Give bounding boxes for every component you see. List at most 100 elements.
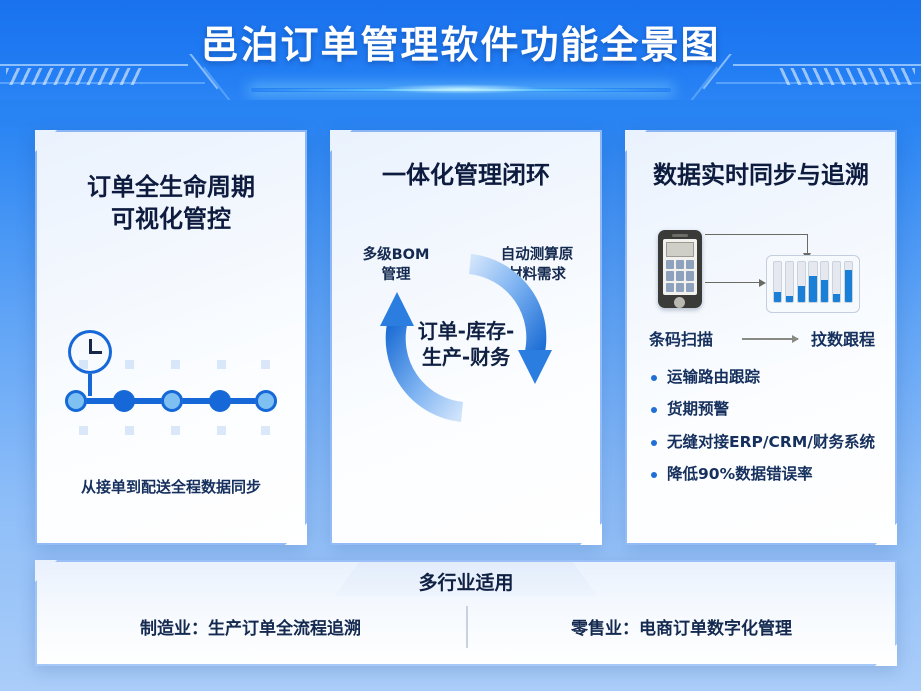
footer-column-manufacturing: 制造业：生产订单全流程追溯 xyxy=(140,619,361,639)
bullet-dot-icon xyxy=(651,472,657,479)
list-item: 无缝对接ERP/CRM/财务系统 xyxy=(647,433,887,452)
chart-bar xyxy=(820,261,830,303)
arrow-segment xyxy=(705,282,760,284)
bullet-dot-icon xyxy=(651,407,657,414)
flow-label-from: 条码扫描 xyxy=(649,330,714,349)
keypad-key xyxy=(686,260,694,270)
footer-column-retail: 零售业：电商订单数字化管理 xyxy=(571,619,792,639)
chart-bar-fill xyxy=(809,276,817,302)
timeline-mark xyxy=(171,360,180,369)
timeline-mark xyxy=(261,426,270,435)
chart-bar-fill xyxy=(774,292,782,302)
header-slash xyxy=(203,66,237,100)
industry-footer: 多行业适用 制造业：生产订单全流程追溯 零售业：电商订单数字化管理 xyxy=(35,560,897,666)
keypad-key xyxy=(666,271,674,281)
timeline-mark xyxy=(171,426,180,435)
keypad-key xyxy=(666,260,674,270)
timeline-dot[interactable] xyxy=(161,390,183,412)
chart-bar xyxy=(773,261,783,303)
chart-bars xyxy=(773,261,853,303)
chart-bar-fill xyxy=(797,286,805,302)
card-title-line1: 订单全生命周期 xyxy=(87,173,255,201)
clock-hand-minute xyxy=(89,351,102,354)
chart-bar-fill xyxy=(832,294,841,302)
clock-stem xyxy=(88,374,92,396)
cycle-label-line: 管理 xyxy=(381,266,411,283)
timeline-dot[interactable] xyxy=(255,390,277,412)
flow-label-to: 抆数跟程 xyxy=(810,330,875,349)
feature-bullet-list: 运输路由跟踪 货期预警 无缝对接ERP/CRM/财务系统 降低90%数据错误率 xyxy=(647,368,887,498)
page-title: 邑泊订单管理软件功能全景图 xyxy=(200,23,721,67)
barcode-scanner-icon xyxy=(658,230,702,308)
timeline-mark xyxy=(125,360,134,369)
bullet-dot-icon xyxy=(651,375,657,381)
keypad-key xyxy=(676,282,684,292)
card-realtime-sync[interactable]: 数据实时同步与追溯 xyxy=(625,130,897,545)
timeline-mark xyxy=(261,360,270,369)
bullet-text: 降低90%数据错误率 xyxy=(667,465,813,484)
scanner-screen xyxy=(663,239,697,295)
bullet-text: 运输路由跟踪 xyxy=(667,368,761,386)
chart-bar-fill xyxy=(785,296,794,302)
chart-bar xyxy=(784,261,795,303)
timeline-dot[interactable] xyxy=(113,390,135,412)
keypad-key xyxy=(676,260,684,270)
cycle-label-line: 多级BOM xyxy=(362,247,430,263)
timeline-dot[interactable] xyxy=(65,390,87,412)
card-order-lifecycle[interactable]: 订单全生命周期 可视化管控 从接单到配 xyxy=(35,130,307,545)
timeline-mark xyxy=(79,426,88,435)
cycle-label-top-right: 自动测算原 材料需求 xyxy=(485,246,589,285)
keypad-key xyxy=(686,282,694,292)
chart-bar xyxy=(808,261,818,303)
bullet-text: 货期预警 xyxy=(667,400,730,419)
keypad-key xyxy=(676,271,684,281)
card-title-line2: 可视化管控 xyxy=(111,204,231,233)
cycle-center-text: 订单-库存- 生产-财务 xyxy=(366,318,566,370)
card-title: 一体化管理闭环 xyxy=(382,161,550,189)
card-integrated-loop[interactable]: 一体化管理闭环 多级BOM 管理 自动测算原 材料需求 自动测算原 材料需求 精… xyxy=(330,130,602,602)
arrow-head xyxy=(759,279,766,287)
header-hatch-stripes xyxy=(6,68,142,85)
timeline-mark xyxy=(79,360,88,369)
cycle-arrows-icon: 订单-库存- 生产-财务 xyxy=(366,238,566,438)
cycle-center-line2: 生产-财务 xyxy=(421,345,511,369)
scanner-to-chart-arrow-mid xyxy=(705,279,810,287)
chart-bar xyxy=(843,261,853,303)
keypad-key xyxy=(666,282,674,292)
timeline-mark xyxy=(217,426,226,435)
footer-columns: 制造业：生产订单全流程追溯 零售业：电商订单数字化管理 xyxy=(35,614,897,639)
arrow-segment xyxy=(806,234,808,254)
flow-arrow-icon xyxy=(742,335,799,342)
list-item: 运输路由跟踪 xyxy=(647,368,887,387)
cards-row: 订单全生命周期 可视化管控 从接单到配 xyxy=(0,130,921,602)
header-hatch-stripes xyxy=(779,68,915,85)
card-title: 数据实时同步与追溯 xyxy=(653,161,869,189)
footer-title: 多行业适用 xyxy=(418,572,514,594)
cycle-label-line: 自动测算原 xyxy=(500,247,574,263)
data-chart-panel xyxy=(766,255,860,313)
card-title: 订单全生命周期 可视化管控 xyxy=(35,172,307,235)
header-slash xyxy=(684,66,718,100)
header-glow-core xyxy=(380,84,541,94)
timeline-mark xyxy=(125,426,134,435)
list-item: 降低90%数据错误率 xyxy=(647,465,887,484)
footer-divider xyxy=(466,606,468,648)
flow-row: 条码扫描 抆数跟程 xyxy=(625,326,897,352)
chart-bar xyxy=(831,261,842,303)
scanner-display xyxy=(666,242,694,257)
header-bracket-line xyxy=(0,64,188,66)
list-item: 货期预警 xyxy=(647,400,887,419)
timeline-dot[interactable] xyxy=(209,390,231,412)
footer-title-band xyxy=(335,562,597,596)
scanner-keypad xyxy=(666,260,694,292)
chart-bar-fill xyxy=(844,270,852,302)
clock-hand-hour xyxy=(89,339,92,353)
cycle-label-line: 材料需求 xyxy=(508,266,566,283)
chart-bar-fill xyxy=(821,280,829,302)
clock-icon xyxy=(68,330,112,374)
bullet-text: 无缝对接ERP/CRM/财务系统 xyxy=(667,432,875,451)
cycle-label-top-left: 多级BOM 管理 xyxy=(344,246,448,285)
bullet-dot-icon xyxy=(651,439,657,446)
header-decoration-left xyxy=(0,54,300,100)
arrow-segment xyxy=(705,234,808,236)
